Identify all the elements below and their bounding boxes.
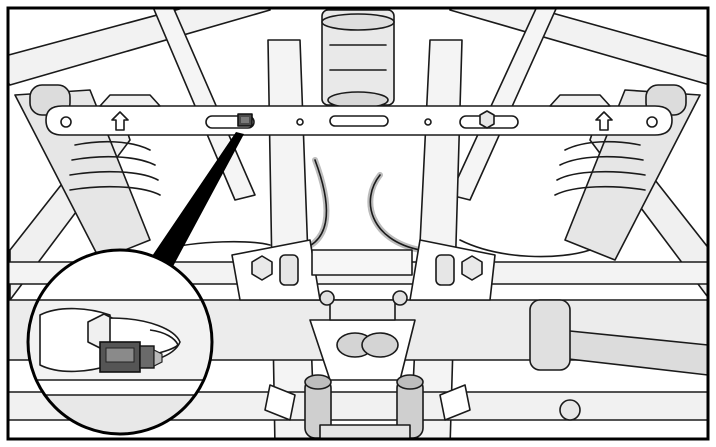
- up-arrow-icon: [595, 111, 613, 131]
- frame-border: [6, 6, 710, 441]
- lower-brackets: [231, 239, 496, 301]
- left-shock-absorber: [14, 84, 161, 261]
- callout-leader: [148, 132, 244, 272]
- bottom-posts: [264, 374, 581, 439]
- connector-icon: [237, 113, 253, 127]
- center-differential: [309, 290, 416, 381]
- cross-bar: [45, 94, 673, 136]
- center-reservoir: [321, 9, 395, 109]
- connector-detail-icon: [99, 341, 163, 373]
- up-arrow-icon: [111, 111, 129, 131]
